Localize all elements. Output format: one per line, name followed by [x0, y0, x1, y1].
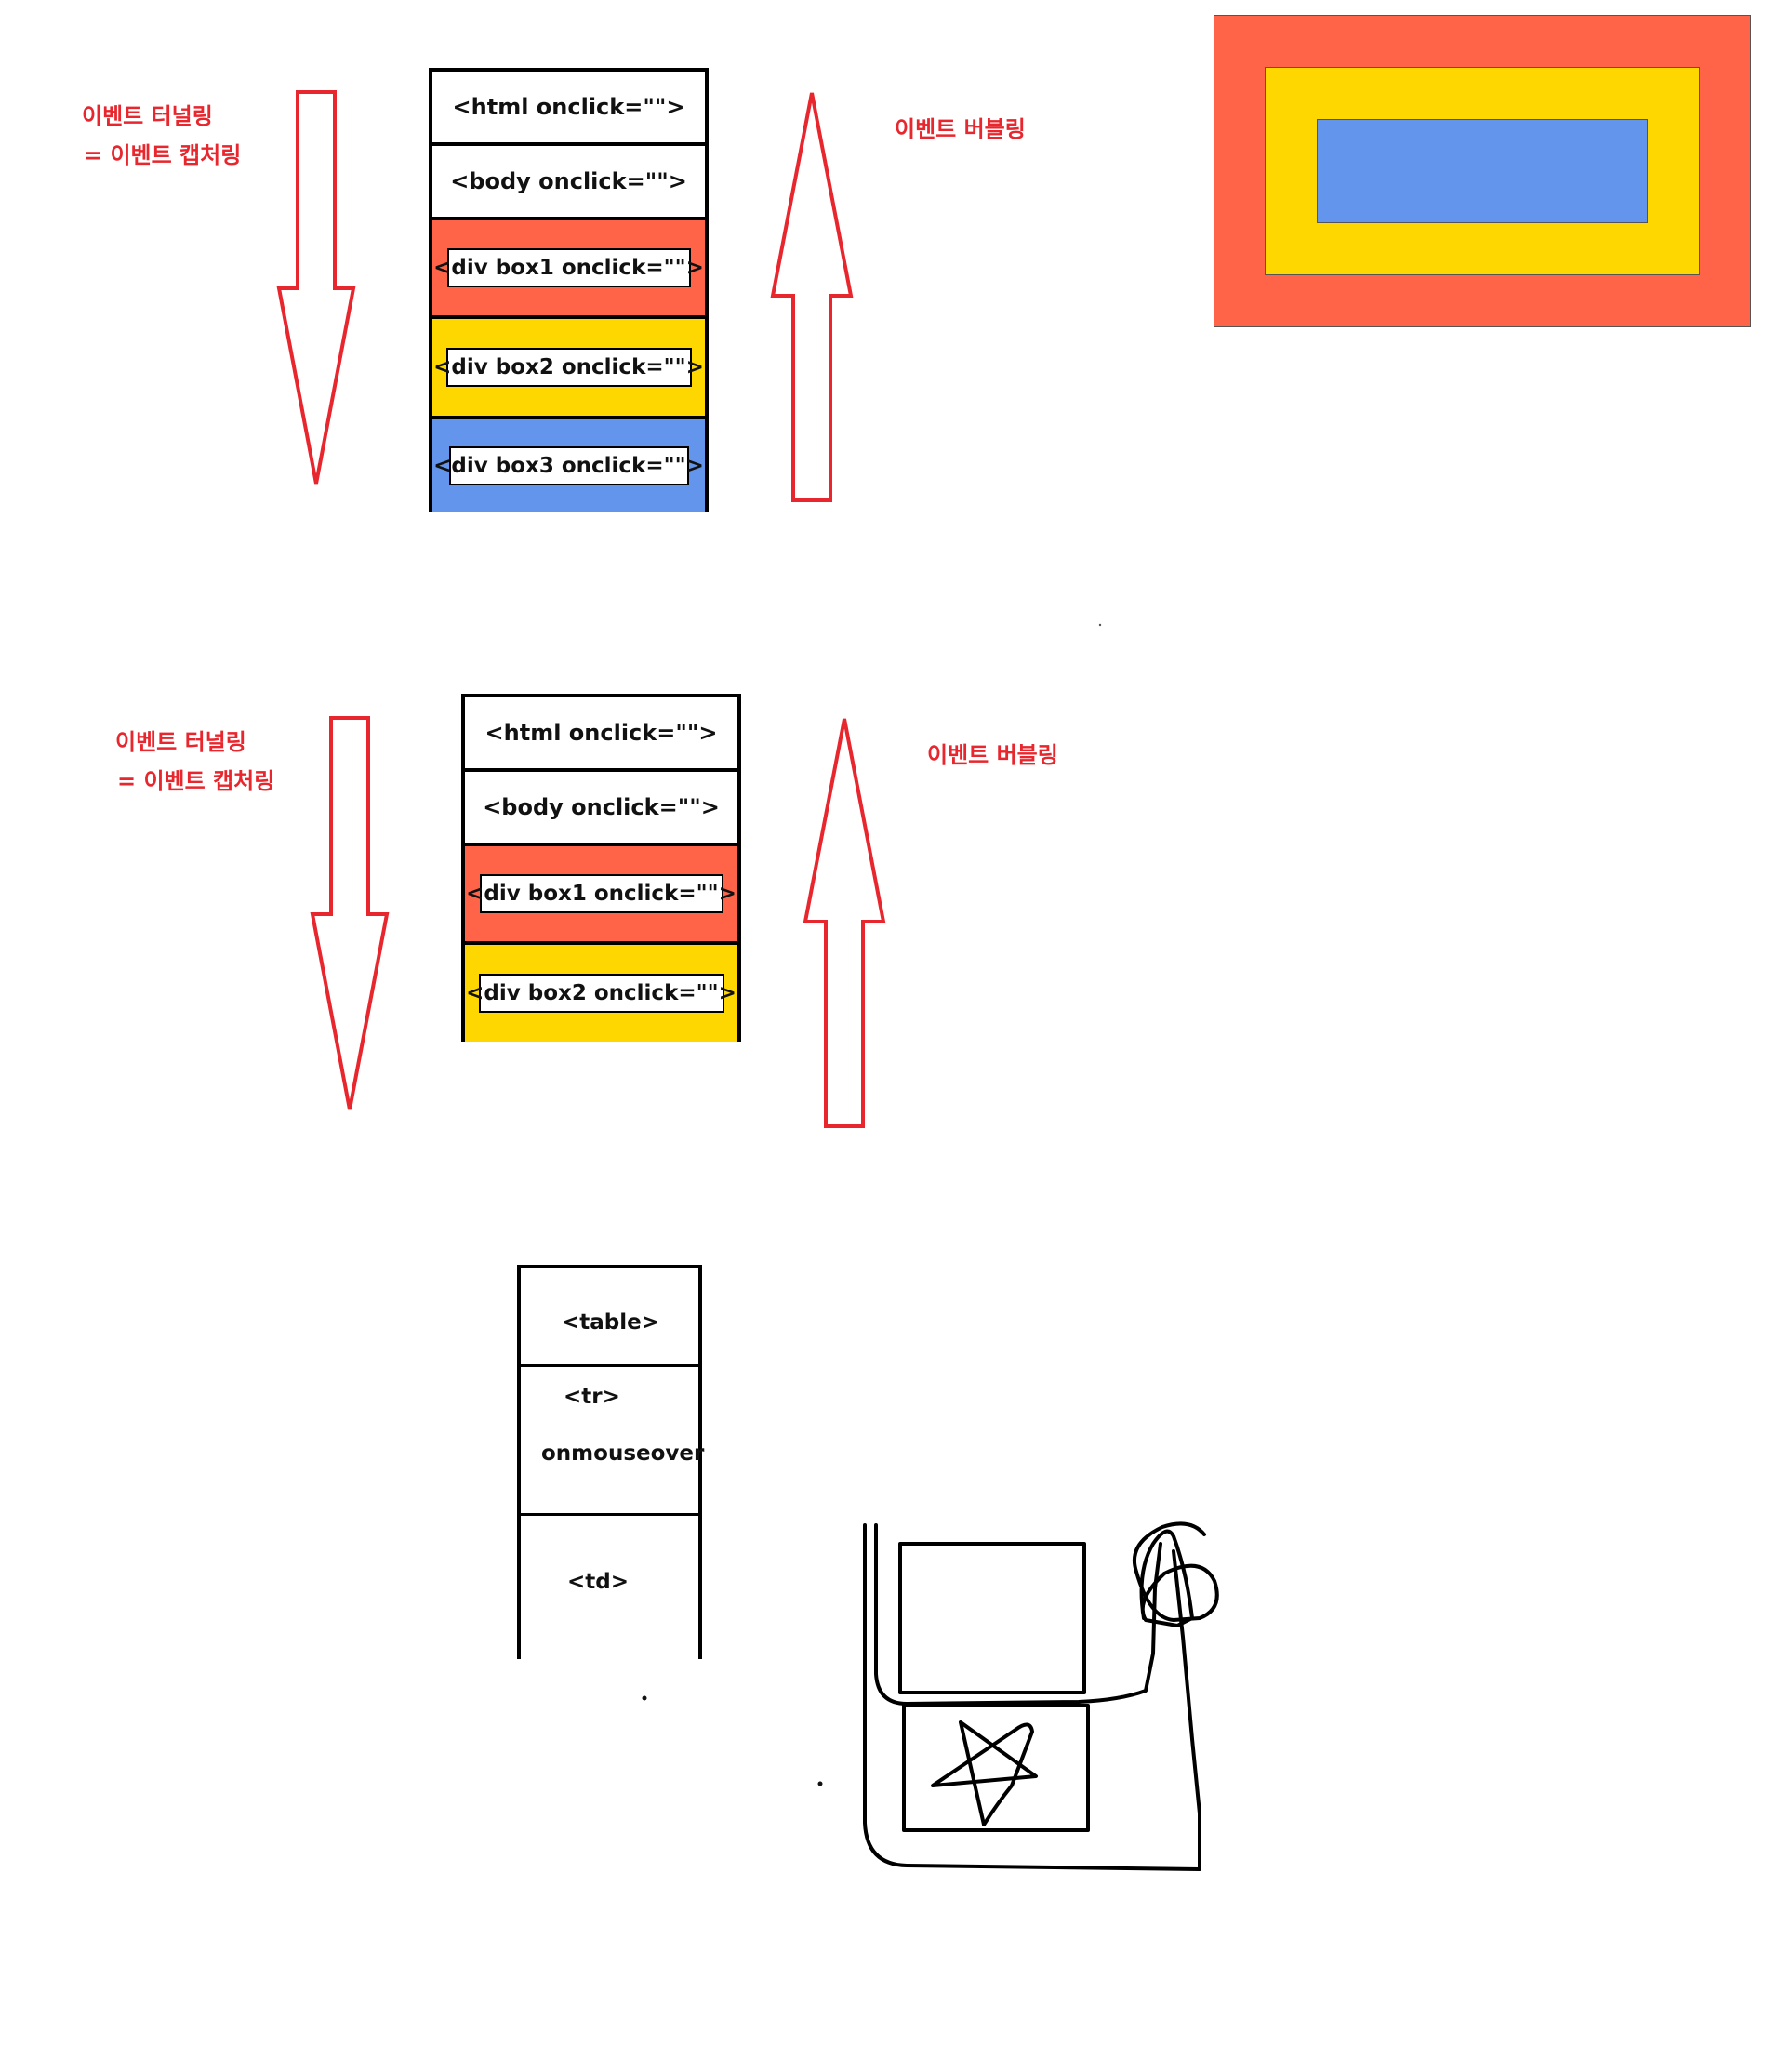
html-label: <html onclick=""> — [484, 720, 718, 746]
box2-label: <div box2 onclick=""> — [466, 974, 736, 1013]
stray-dot — [642, 1695, 647, 1701]
box1-row: <div box1 onclick=""> — [465, 846, 737, 945]
tunneling-down-arrow-2 — [310, 716, 390, 1110]
td-row-cell — [521, 1516, 698, 1659]
table-stack — [517, 1265, 702, 1659]
body-row: <body onclick=""> — [465, 772, 737, 846]
box2-row: <div box2 onclick=""> — [465, 945, 737, 1042]
tr-row-cell — [521, 1367, 698, 1516]
stray-dot — [817, 1781, 823, 1786]
box1-label: <div box1 onclick=""> — [433, 248, 704, 287]
box3-inner — [1317, 119, 1648, 223]
tr-tag-label: <tr> — [564, 1385, 620, 1409]
body-label: <body onclick=""> — [450, 168, 687, 194]
box1-row: <div box1 onclick=""> — [432, 220, 705, 319]
tunneling-label-2: 이벤트 터널링 — [115, 729, 246, 755]
html-row: <html onclick=""> — [432, 72, 705, 146]
box3-label: <div box3 onclick=""> — [433, 446, 704, 485]
capturing-label: = 이벤트 캡처링 — [84, 142, 242, 168]
onmouseover-label: onmouseover — [541, 1441, 705, 1466]
html-row: <html onclick=""> — [465, 697, 737, 772]
bubbling-label: 이벤트 버블링 — [895, 116, 1026, 142]
body-label: <body onclick=""> — [483, 794, 720, 820]
capturing-label-2: = 이벤트 캡처링 — [117, 768, 275, 794]
bubbling-up-arrow — [770, 92, 854, 502]
box1-label: <div box1 onclick=""> — [466, 874, 736, 913]
bubbling-label-2: 이벤트 버블링 — [927, 742, 1058, 768]
box2-row: <div box2 onclick=""> — [432, 319, 705, 419]
stray-dot — [1098, 623, 1102, 627]
bubbling-up-arrow-2 — [803, 718, 886, 1128]
box3-row: <div box3 onclick=""> — [432, 419, 705, 512]
event-propagation-stack-2: <html onclick=""> <body onclick=""> <div… — [461, 694, 741, 1042]
table-tag-label: <table> — [562, 1310, 660, 1335]
tunneling-down-arrow — [276, 90, 356, 485]
td-tag-label: <td> — [567, 1570, 630, 1594]
body-row: <body onclick=""> — [432, 146, 705, 220]
tunneling-label: 이벤트 터널링 — [82, 103, 213, 129]
table-row-cell — [521, 1268, 698, 1367]
freehand-sketch — [863, 1521, 1219, 1871]
html-label: <html onclick=""> — [452, 94, 685, 120]
box2-label: <div box2 onclick=""> — [433, 348, 704, 387]
event-propagation-stack: <html onclick=""> <body onclick=""> <div… — [429, 68, 709, 512]
